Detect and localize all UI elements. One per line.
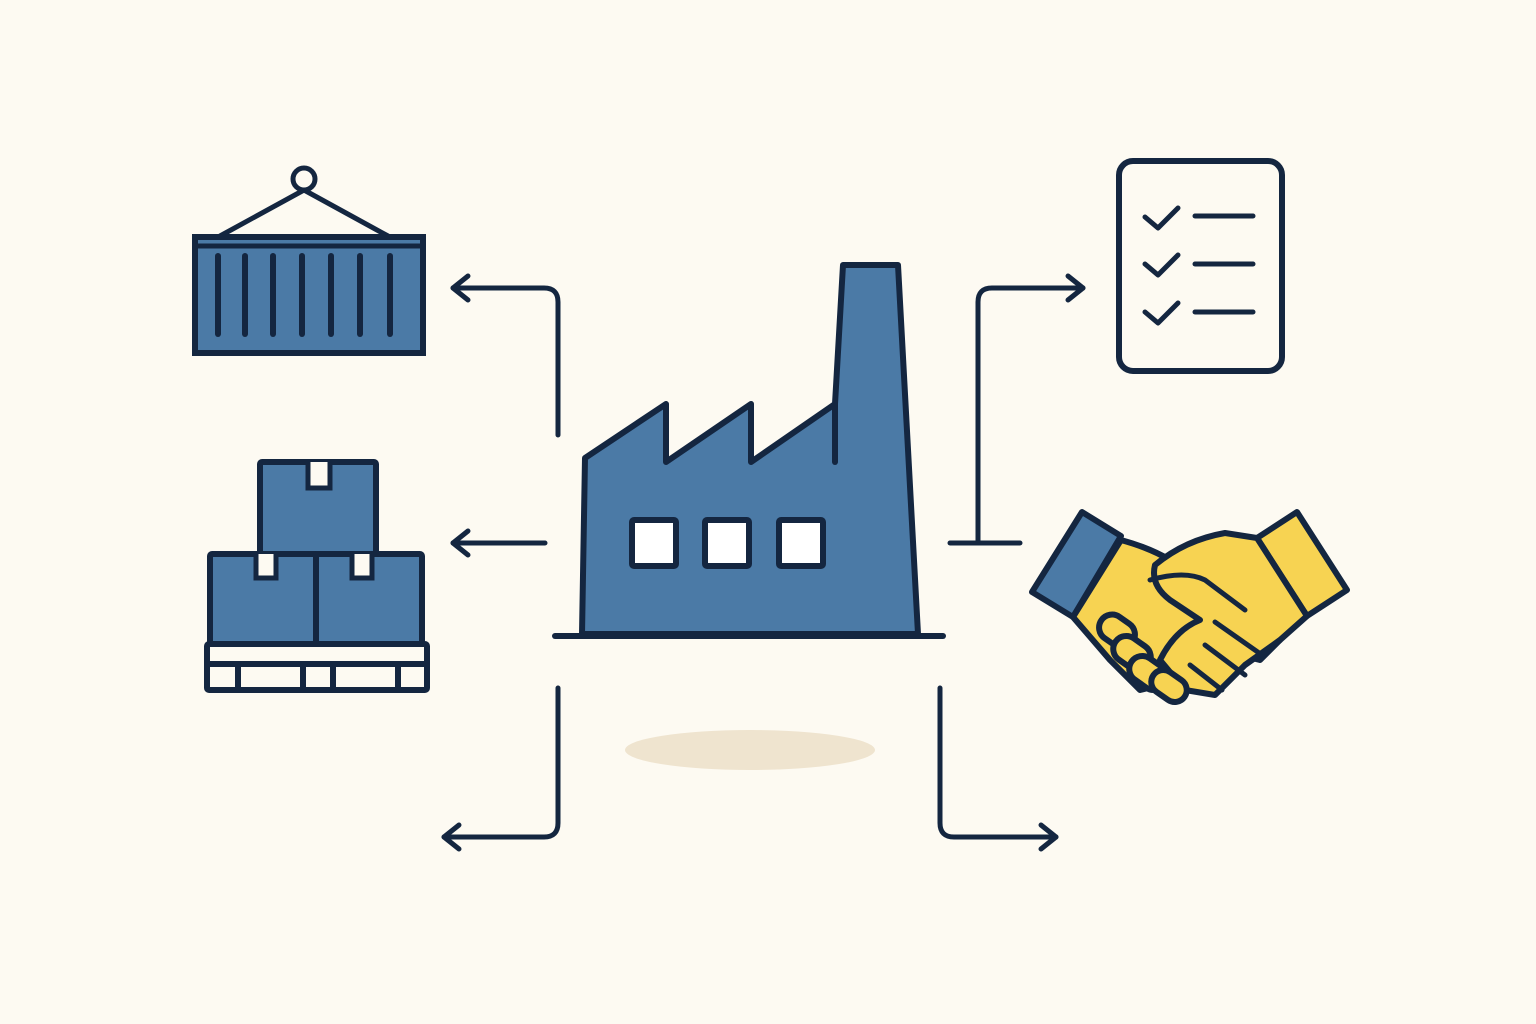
arrow-to-container — [450, 285, 561, 438]
container-body — [192, 234, 426, 356]
check-mark-1 — [1142, 205, 1181, 231]
container-ribs — [215, 253, 393, 337]
crane-hook — [290, 165, 318, 193]
check-mark-3 — [1142, 300, 1181, 326]
factory-window-2 — [702, 517, 752, 569]
arrow-bottom-left — [441, 685, 561, 840]
handshake-icon — [1029, 509, 1350, 706]
factory-shadow — [625, 730, 875, 770]
pallet-boxes-icon — [204, 459, 430, 693]
arrow-bottom-right — [937, 685, 1059, 840]
check-mark-2 — [1142, 252, 1181, 278]
factory-window-3 — [776, 517, 826, 569]
left-sleeve — [1029, 509, 1124, 620]
connector-lines — [441, 273, 1086, 852]
factory-window-1 — [629, 517, 679, 569]
checklist-document-icon — [1116, 158, 1285, 374]
factory-icon — [552, 262, 946, 770]
shipping-container-icon — [192, 165, 426, 356]
factory-building — [579, 262, 921, 637]
arrow-to-checklist — [975, 285, 1086, 546]
